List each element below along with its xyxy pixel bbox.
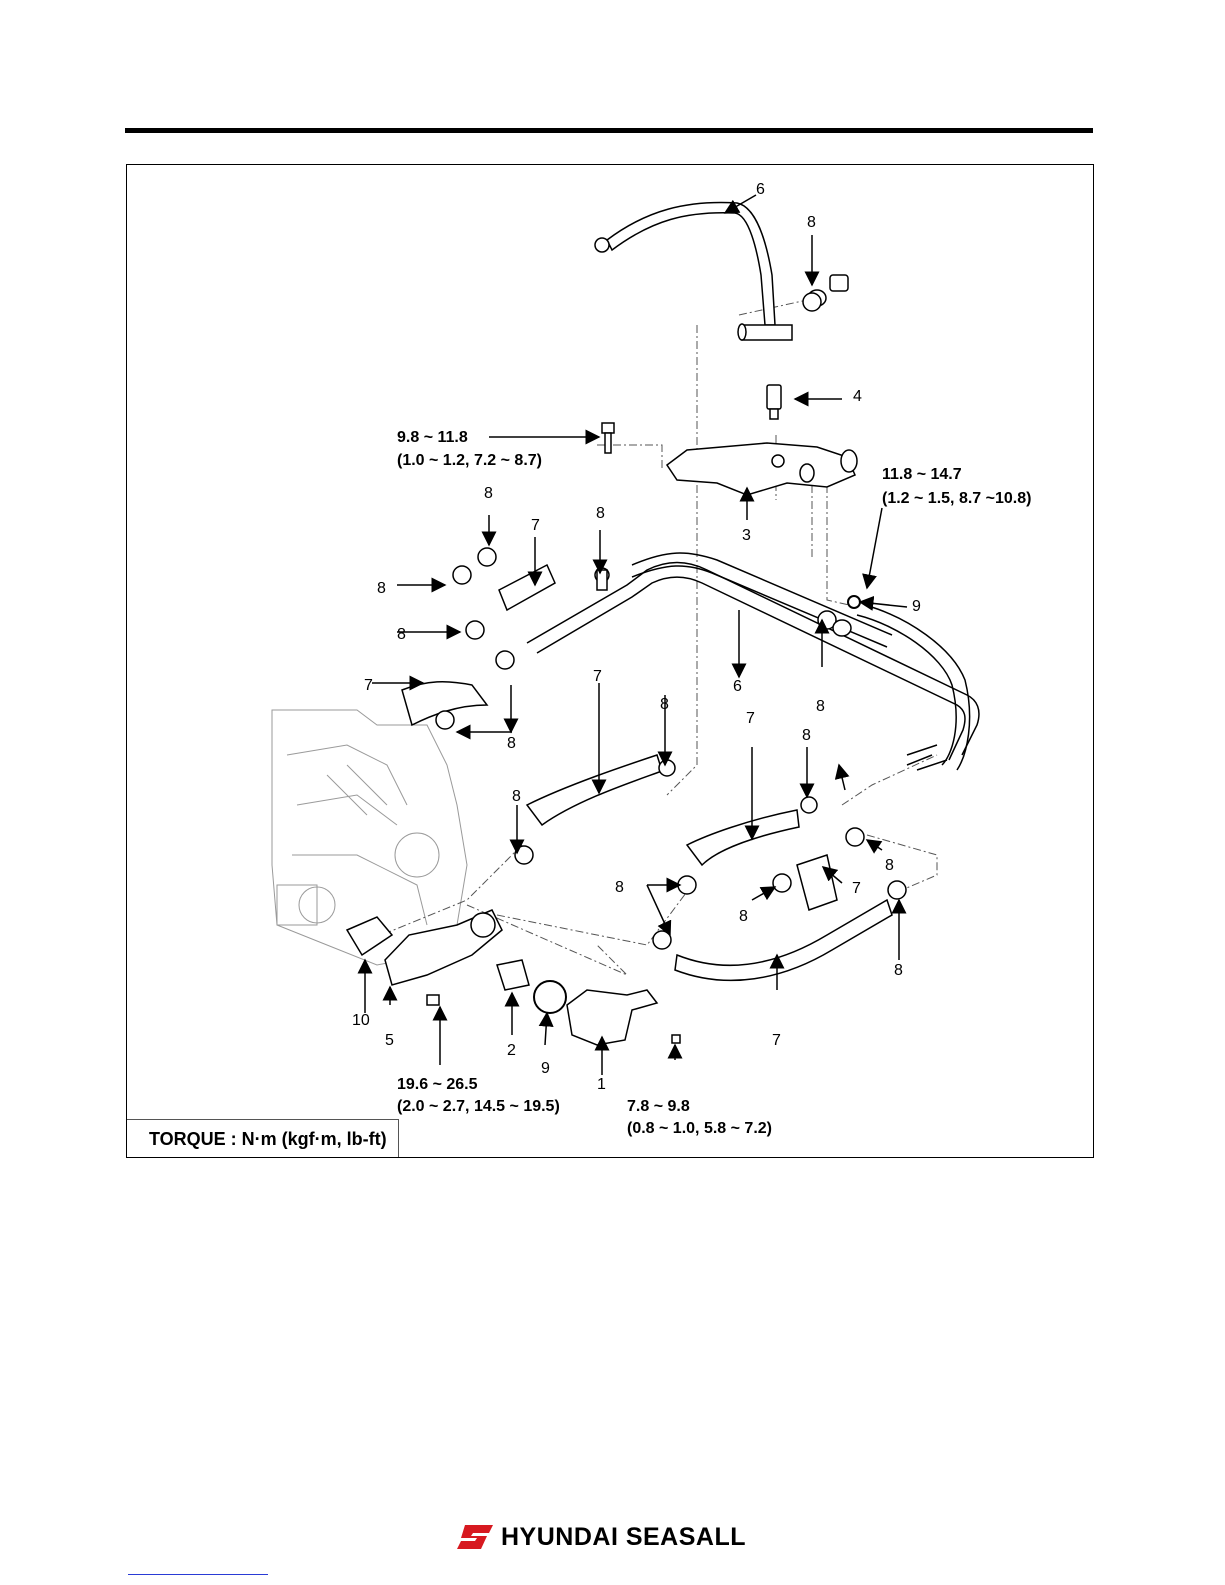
label-7-c: 7 xyxy=(593,668,602,685)
part-4-sensor xyxy=(767,385,781,419)
label-4: 4 xyxy=(853,388,862,405)
torque-1-value: 9.8 ~ 11.8 xyxy=(397,429,468,446)
header-rule xyxy=(125,128,1093,133)
torque-2-value: 11.8 ~ 14.7 xyxy=(882,466,962,483)
label-8-k: 8 xyxy=(739,908,748,925)
label-8-i: 8 xyxy=(512,788,521,805)
label-7-e: 7 xyxy=(852,880,861,897)
brand-name: HYUNDAI SEASALL xyxy=(501,1523,746,1552)
part-1-housing xyxy=(567,990,657,1045)
parts-diagram: 6 8 4 3 9 8 7 8 8 8 7 8 6 8 7 8 7 8 8 8 … xyxy=(127,165,1095,1159)
label-7-a: 7 xyxy=(531,517,540,534)
label-6-mid: 6 xyxy=(733,678,742,695)
label-6-top: 6 xyxy=(756,181,765,198)
part-3-housing xyxy=(667,443,857,495)
label-8-b: 8 xyxy=(596,505,605,522)
label-3: 3 xyxy=(742,527,751,544)
label-8-d: 8 xyxy=(397,626,406,643)
torque-2-detail: (1.2 ~ 1.5, 8.7 ~10.8) xyxy=(882,490,1031,507)
label-9-right: 9 xyxy=(912,598,921,615)
label-2: 2 xyxy=(507,1042,516,1059)
part-8-clamps xyxy=(436,293,906,949)
torque-4-detail: (0.8 ~ 1.0, 5.8 ~ 7.2) xyxy=(627,1120,772,1137)
label-8-top: 8 xyxy=(807,214,816,231)
footer-brand: HYUNDAI SEASALL xyxy=(455,1520,746,1554)
label-8-g: 8 xyxy=(660,696,669,713)
brand-logo-icon xyxy=(455,1523,495,1551)
torque-specs: 9.8 ~ 11.8 (1.0 ~ 1.2, 7.2 ~ 8.7) 11.8 ~… xyxy=(397,429,1031,1137)
label-1: 1 xyxy=(597,1076,606,1093)
label-7-d: 7 xyxy=(746,710,755,727)
part-10-gasket xyxy=(347,917,392,955)
bolt-top xyxy=(602,423,614,453)
part-6-lower-pipe xyxy=(527,553,979,770)
torque-legend: TORQUE : N·m (kgf·m, lb-ft) xyxy=(127,1119,399,1157)
part-2-thermostat xyxy=(497,960,529,990)
label-8-f: 8 xyxy=(816,698,825,715)
torque-3-detail: (2.0 ~ 2.7, 14.5 ~ 19.5) xyxy=(397,1098,560,1115)
label-8-j: 8 xyxy=(615,879,624,896)
label-8-m: 8 xyxy=(894,962,903,979)
torque-3-value: 19.6 ~ 26.5 xyxy=(397,1076,478,1093)
label-8-e: 8 xyxy=(507,735,516,752)
label-8-l: 8 xyxy=(885,857,894,874)
assembly-guide-lines xyxy=(357,300,937,975)
label-9-bottom: 9 xyxy=(541,1060,550,1077)
page-footer-link-line xyxy=(128,1574,268,1575)
label-5: 5 xyxy=(385,1032,394,1049)
label-8-h: 8 xyxy=(802,727,811,744)
label-7-f: 7 xyxy=(772,1032,781,1049)
label-8-a: 8 xyxy=(484,485,493,502)
parts-diagram-frame: 6 8 4 3 9 8 7 8 8 8 7 8 6 8 7 8 7 8 8 8 … xyxy=(126,164,1094,1158)
label-8-c: 8 xyxy=(377,580,386,597)
label-10: 10 xyxy=(352,1012,370,1029)
torque-1-detail: (1.0 ~ 1.2, 7.2 ~ 8.7) xyxy=(397,452,542,469)
torque-4-value: 7.8 ~ 9.8 xyxy=(627,1098,690,1115)
label-7-b: 7 xyxy=(364,677,373,694)
lower-parts xyxy=(347,910,680,1045)
